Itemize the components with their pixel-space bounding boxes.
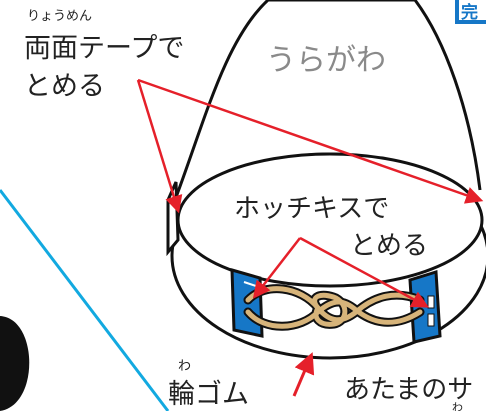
stapler-arrow-left (252, 237, 301, 299)
tape-label-line1: 両面テープで (24, 33, 184, 64)
hat-cone (173, 0, 482, 201)
stapler-label-line2: とめる (350, 231, 428, 261)
back-side-label: うらがわ (266, 43, 386, 78)
head-size-ruby: わ (452, 401, 463, 411)
rubber-arrow (292, 352, 315, 397)
black-circle-edge (0, 316, 30, 411)
tape-label-line2: とめる (24, 71, 105, 102)
cyan-guide-line (0, 189, 170, 411)
stapler-label-line1: ホッチキスで (234, 194, 389, 224)
rubber-band (243, 284, 425, 331)
tape-arrow-left (136, 79, 183, 214)
stapler-arrow-right (299, 236, 430, 308)
tape-label-ruby: りょうめん (27, 9, 92, 24)
blue-tab-right (408, 270, 442, 344)
corner-tag: 完 (455, 0, 486, 24)
head-size-label: あたまのサ (344, 375, 473, 405)
tape-arrow-right (137, 78, 484, 204)
rubber-band-ruby: わ (178, 359, 191, 374)
rubber-band-label: 輪ゴム (168, 379, 249, 410)
corner-tag-text: 完 (461, 2, 478, 23)
